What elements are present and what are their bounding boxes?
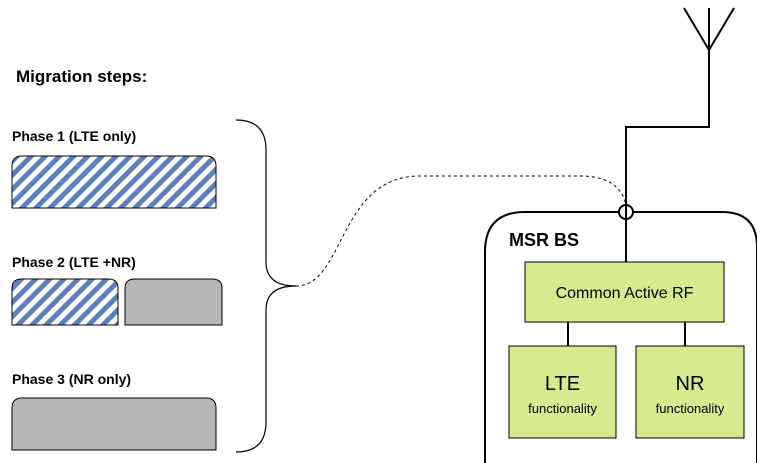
lte-function-block [508,345,617,439]
phase-1-label: Phase 1 (LTE only) [12,128,136,144]
phase-1-lte-carrier [11,155,217,209]
phase-2-nr-carrier [124,278,223,326]
phase-3-label: Phase 3 (NR only) [12,371,131,387]
nr-function-block [635,345,745,439]
msr-bs-title: MSR BS [509,230,579,250]
nr-function-sub: functionality [656,401,725,416]
nr-function-name: NR [676,373,705,395]
common-rf-label: Common Active RF [556,285,694,302]
lte-function-sub: functionality [528,401,597,416]
phases-brace [235,119,297,453]
migration-title: Migration steps: [16,67,147,86]
antenna-feed-line [625,50,710,262]
phase-2-lte-carrier [11,278,119,326]
msr-bs-box [484,211,757,463]
lte-function-name: LTE [545,373,580,395]
phase-2-label: Phase 2 (LTE +NR) [12,254,136,270]
phase-3-nr-carrier [11,397,217,451]
common-rf-block [524,261,725,323]
antenna-icon [683,7,735,51]
